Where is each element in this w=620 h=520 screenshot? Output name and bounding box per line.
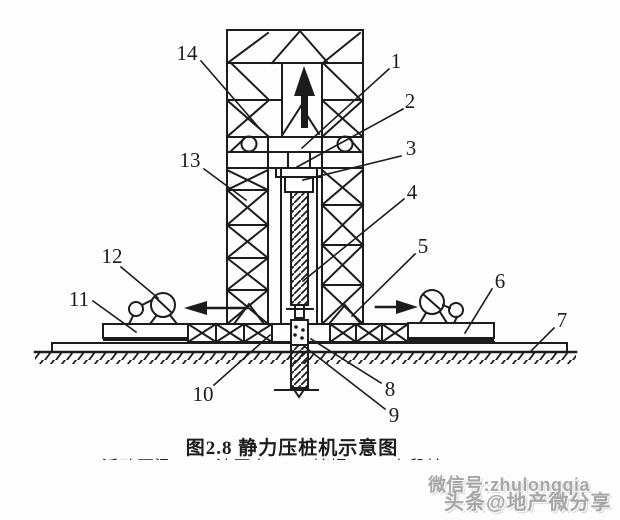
- part-number-13: 13: [180, 148, 201, 172]
- travel-arrow-left: [184, 301, 249, 315]
- figure-caption: 图2.8 静力压桩机示意图 1—活动压梁；2—油压表；3—桩帽；4—上段桩； 5…: [0, 433, 620, 460]
- watermark-toutiao: 头条@地产微分享: [444, 492, 612, 514]
- leader-lines: [91, 59, 556, 411]
- pulley-band: [226, 135, 364, 154]
- watermark-wechat-id: 微信号:zhulongqia: [428, 475, 590, 495]
- part-number-4: 4: [407, 180, 418, 204]
- part-number-12: 12: [102, 244, 123, 268]
- part-number-3: 3: [406, 136, 417, 160]
- part-numbers: 1 2 3 4 5 6 7 8 9 10 11 12 13 14: [69, 41, 567, 427]
- figure-title: 图2.8 静力压桩机示意图: [185, 438, 399, 459]
- part-number-11: 11: [69, 287, 89, 311]
- part-number-9: 9: [389, 403, 400, 427]
- legend-line-1: 1—活动压梁；2—油压表；3—桩帽；4—上段桩；: [75, 459, 461, 460]
- part-number-5: 5: [418, 234, 429, 258]
- guide-frame-tower: [225, 29, 365, 326]
- pile-joint-dots: [293, 325, 305, 340]
- pile-driver-diagram: 1 2 3 4 5 6 7 8 9 10 11 12 13 14: [33, 29, 578, 427]
- part-number-10: 10: [193, 382, 214, 406]
- travel-arrow-right: [374, 300, 418, 314]
- part-number-7: 7: [557, 308, 568, 332]
- winch-left: [127, 292, 186, 326]
- pressing-beam: [226, 151, 364, 178]
- part-number-6: 6: [495, 269, 506, 293]
- lower-pile: [274, 319, 319, 399]
- part-number-8: 8: [385, 377, 396, 401]
- part-number-2: 2: [405, 89, 416, 113]
- upper-pile: [286, 191, 314, 319]
- winch-right: [417, 289, 467, 325]
- part-number-1: 1: [391, 49, 402, 73]
- part-number-14: 14: [177, 41, 199, 65]
- up-arrow: [294, 66, 315, 128]
